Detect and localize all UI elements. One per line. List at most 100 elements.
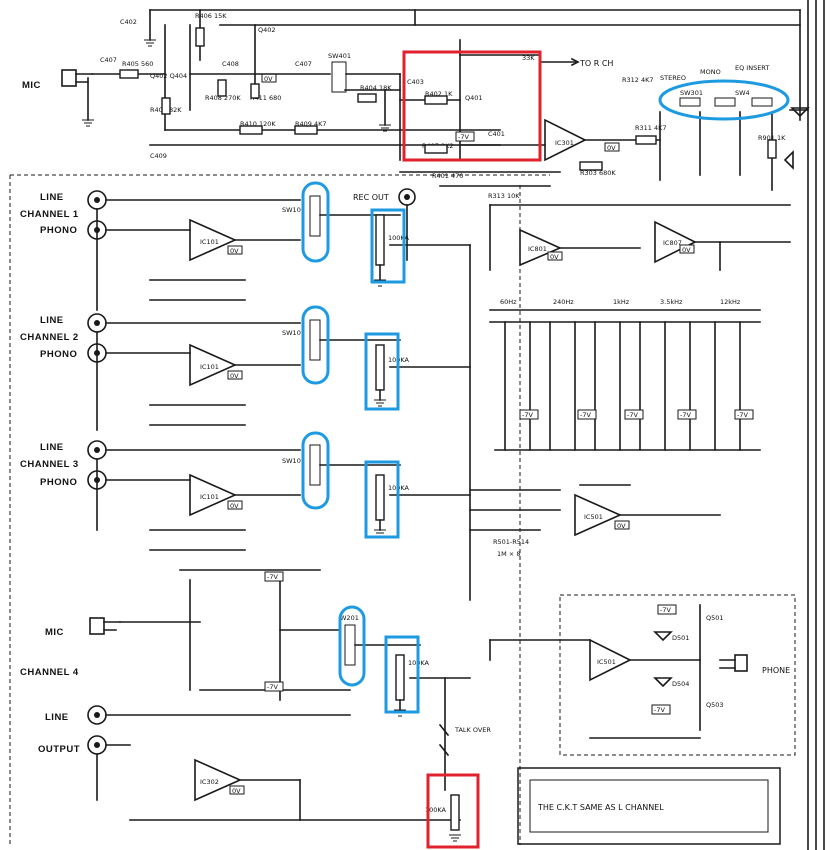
to-r-ch-label: TO R CH: [579, 59, 613, 68]
out-output-jack-icon: [87, 735, 107, 755]
mix-section: IC501 0V R501-R514 1M × 8: [469, 244, 721, 601]
eq-band-1-label: 60Hz: [500, 298, 517, 306]
c403-label: C403: [407, 78, 424, 86]
channel-2: LINE CHANNEL 2 PHONO IC101 0V SW101 100K…: [20, 313, 471, 431]
eq-band-4-label: 3.5kHz: [660, 298, 683, 306]
ch4-switch-highlight: [338, 605, 366, 687]
eq-insert-label: EQ INSERT: [735, 64, 769, 72]
ch4-volume-pot: [395, 654, 405, 701]
r404-label: R404 18K: [360, 84, 392, 92]
svg-text:-7V: -7V: [267, 573, 278, 581]
r901-label: R901 1K: [758, 134, 786, 142]
q503-label: Q503: [706, 701, 724, 709]
sw4-switch-b: [751, 97, 773, 107]
svg-text:-7V: -7V: [267, 683, 278, 691]
ch1-opamp-symbol: [189, 218, 237, 262]
svg-text:0V: 0V: [617, 522, 626, 530]
d504-diode: [653, 677, 673, 688]
ch2-pot-highlight: [364, 332, 400, 411]
ch2-channel-label: CHANNEL 2: [20, 332, 79, 343]
ch3-line-jack-icon: [87, 440, 107, 460]
ch2-volume-pot: [375, 344, 385, 391]
r312-label: R312 4K7: [622, 76, 654, 84]
ic302-opamp-symbol: [194, 758, 242, 802]
ic301-opamp-symbol: [544, 118, 587, 162]
ch1-ic-label: IC101: [200, 238, 219, 246]
r901-resistor: [767, 139, 777, 159]
q401-neg7v-tag-text: -7V: [458, 133, 469, 141]
r401-label: R401 470: [432, 172, 463, 180]
ch3-ic-label: IC101: [200, 493, 219, 501]
ch1-switch-highlight: [301, 181, 330, 263]
ch3-phono-label: PHONO: [40, 477, 77, 488]
ch2-ic-label: IC101: [200, 363, 219, 371]
r410-label: R410 120K: [240, 120, 276, 128]
ic302-label: IC302: [200, 778, 219, 786]
q402-label: Q402: [258, 26, 276, 34]
ch2-opamp-symbol: [189, 343, 237, 387]
left-channel-boundary: [9, 174, 550, 845]
d504-label: D504: [672, 680, 689, 688]
r406-resistor: [195, 27, 205, 47]
ch4-channel-label: CHANNEL 4: [20, 667, 79, 678]
svg-text:-7V: -7V: [654, 706, 665, 714]
c401-label: C401: [488, 130, 505, 138]
output-section: LINE OUTPUT IC302 0V 100KA: [38, 705, 461, 842]
svg-text:-7V: -7V: [522, 411, 533, 419]
ch3-line-label: LINE: [40, 442, 64, 453]
ch2-line-label: LINE: [40, 315, 64, 326]
ch2-phono-label: PHONO: [40, 349, 77, 360]
svg-text:-7V: -7V: [680, 411, 691, 419]
highlight-annotations: [301, 50, 790, 849]
ic801-opamp-symbol: [519, 228, 562, 267]
r408-resistor: [217, 79, 227, 97]
svg-text:0V: 0V: [682, 246, 691, 254]
r404-resistor: [357, 93, 377, 103]
ch4-mic-label: MIC: [45, 627, 64, 638]
eq-band-3-label: 1kHz: [613, 298, 630, 306]
rec-out-label: REC OUT: [353, 193, 389, 202]
c407b-label: C407: [295, 60, 312, 68]
ch4-mic-jack-icon: [89, 617, 121, 635]
ic501-opamp-symbol: [574, 493, 622, 537]
r407-resistor: [424, 144, 448, 154]
note-box-text: THE C.K.T SAME AS L CHANNEL: [537, 803, 664, 812]
top-mic-label: MIC: [22, 80, 41, 91]
out-output-label: OUTPUT: [38, 744, 80, 755]
eq-section: IC801 0V IC807 0V 60Hz 240Hz 1kHz 3.5kHz…: [489, 204, 791, 451]
svg-text:0V: 0V: [550, 253, 559, 261]
svg-text:-7V: -7V: [660, 606, 671, 614]
ch1-switch: [309, 195, 321, 237]
phones-section: IC501 Q501 Q503 D501 D504 -7V -7V PHONE: [489, 594, 796, 756]
ch3-channel-label: CHANNEL 3: [20, 459, 79, 470]
r410-resistor: [239, 125, 263, 135]
d501-label: D501: [672, 634, 689, 642]
channel-1: LINE CHANNEL 1 PHONO IC101 0V SW101 100K…: [20, 190, 471, 311]
ch1-pot-highlight: [370, 208, 406, 284]
output-pot-highlight-box: [426, 773, 480, 849]
ic301-0v-tag-text: 0V: [607, 144, 616, 152]
ch3-switch: [309, 444, 321, 486]
c409-label: C409: [150, 152, 167, 160]
ic301-label: IC301: [555, 139, 574, 147]
ch2-line-jack-icon: [87, 313, 107, 333]
top-mic-preamp: MIC C407 R405 560 Q402 Q404 R406 15K R40…: [22, 0, 825, 850]
ic801-label: IC801: [528, 245, 547, 253]
out-line-jack-icon: [87, 705, 107, 725]
ch4-pot-highlight: [384, 635, 420, 714]
r408-label: R408 270K: [205, 94, 241, 102]
top-0v-tag-text: 0V: [264, 75, 273, 83]
d501-diode: [653, 631, 673, 642]
q402-q404-label: Q402 Q404: [150, 72, 187, 80]
ic501-label: IC501: [584, 513, 603, 521]
phones-opamp-symbol: [589, 638, 632, 682]
sw301-switch: [679, 97, 701, 107]
r409-label: R409 4K7: [295, 120, 327, 128]
note-box: THE C.K.T SAME AS L CHANNEL: [517, 767, 781, 845]
q401-label: Q401: [465, 94, 483, 102]
ch1-phono-label: PHONO: [40, 225, 77, 236]
ch2-switch: [309, 319, 321, 361]
eq-band-2-label: 240Hz: [553, 298, 574, 306]
svg-text:0V: 0V: [230, 247, 239, 255]
svg-text:-7V: -7V: [627, 411, 638, 419]
